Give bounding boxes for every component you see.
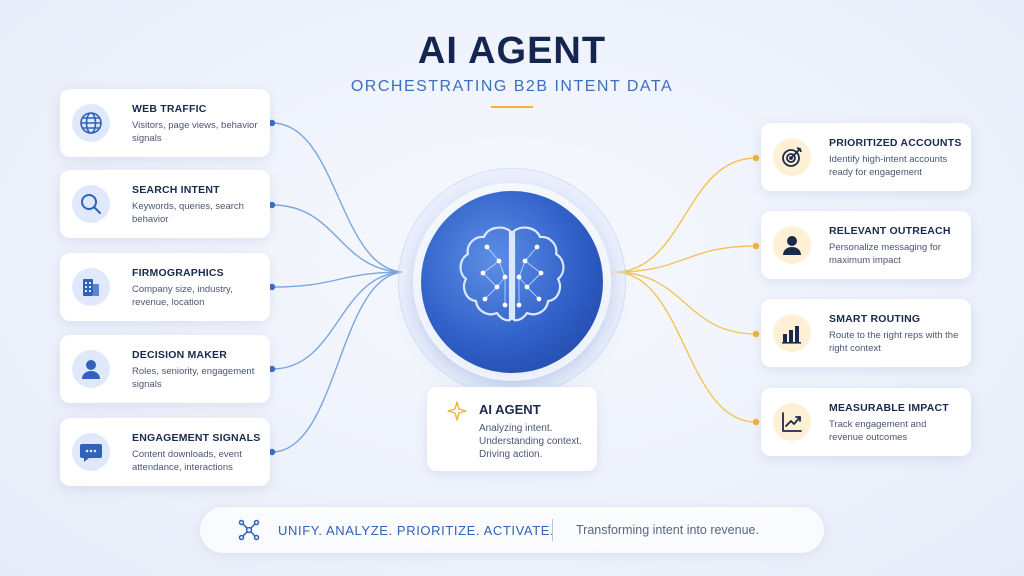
footer-tagline: UNIFY. ANALYZE. PRIORITIZE. ACTIVATE. (278, 523, 555, 538)
subtitle: ORCHESTRATING B2B INTENT DATA (350, 78, 674, 95)
card-description: Identify high-intent accounts ready for … (829, 154, 948, 178)
output-anchor-dot (752, 330, 760, 338)
card-description: Route to the right reps with the right c… (829, 330, 959, 354)
output-card-prioritized-accounts: PRIORITIZED ACCOUNTS Identify high-inten… (761, 123, 971, 191)
card-title: PRIORITIZED ACCOUNTS (829, 137, 962, 149)
output-anchor-dot (752, 418, 760, 426)
input-anchor-dot (268, 283, 276, 291)
center-agent-card: AI AGENT Analyzing intent. Understanding… (427, 387, 597, 471)
search-icon (72, 185, 110, 223)
input-card-search-intent: SEARCH INTENT Keywords, queries, search … (60, 170, 270, 238)
input-card-firmographics: FIRMOGRAPHICS Company size, industry, re… (60, 253, 270, 321)
card-title: RELEVANT OUTREACH (829, 225, 951, 237)
input-anchor-dot (268, 365, 276, 373)
center-card-line: Understanding context. (479, 436, 582, 447)
card-title: ENGAGEMENT SIGNALS (132, 432, 261, 444)
globe-icon (72, 104, 110, 142)
title-underline (491, 106, 533, 108)
card-description: Personalize messaging for maximum impact (829, 242, 941, 266)
card-description: Content downloads, event attendance, int… (132, 449, 242, 473)
chat-icon (72, 433, 110, 471)
card-description: Company size, industry, revenue, locatio… (132, 284, 233, 308)
input-anchor-dot (268, 119, 276, 127)
card-title: FIRMOGRAPHICS (132, 267, 224, 279)
input-card-decision-maker: DECISION MAKER Roles, seniority, engagem… (60, 335, 270, 403)
person-icon (773, 226, 811, 264)
bar-chart-icon (773, 314, 811, 352)
center-card-line: Driving action. (479, 449, 543, 460)
card-title: SMART ROUTING (829, 313, 921, 325)
card-title: MEASURABLE IMPACT (829, 402, 949, 414)
target-icon (773, 138, 811, 176)
input-card-engagement-signals: ENGAGEMENT SIGNALS Content downloads, ev… (60, 418, 270, 486)
main-title: AI AGENT (417, 30, 607, 72)
input-anchor-dot (268, 448, 276, 456)
card-title: WEB TRAFFIC (132, 103, 207, 115)
brain-icon (459, 226, 565, 322)
card-description: Track engagement and revenue outcomes (829, 419, 927, 443)
output-card-smart-routing: SMART ROUTING Route to the right reps wi… (761, 299, 971, 367)
input-card-web-traffic: WEB TRAFFIC Visitors, page views, behavi… (60, 89, 270, 157)
input-anchor-dot (268, 201, 276, 209)
building-icon (72, 268, 110, 306)
center-card-line: Analyzing intent. (479, 423, 553, 434)
output-anchor-dot (752, 242, 760, 250)
card-title: DECISION MAKER (132, 349, 227, 361)
trend-chart-icon (773, 403, 811, 441)
footer-banner: UNIFY. ANALYZE. PRIORITIZE. ACTIVATE. Tr… (200, 507, 824, 553)
center-card-title: AI AGENT (479, 402, 541, 417)
brain-hub (421, 191, 603, 373)
card-description: Visitors, page views, behavior signals (132, 120, 258, 144)
footer-subtext: Transforming intent into revenue. (576, 523, 759, 537)
card-title: SEARCH INTENT (132, 184, 220, 196)
network-icon (238, 519, 260, 546)
card-description: Keywords, queries, search behavior (132, 201, 244, 225)
card-description: Roles, seniority, engagement signals (132, 366, 255, 390)
output-card-relevant-outreach: RELEVANT OUTREACH Personalize messaging … (761, 211, 971, 279)
output-card-measurable-impact: MEASURABLE IMPACT Track engagement and r… (761, 388, 971, 456)
footer-divider (552, 519, 553, 541)
person-icon (72, 350, 110, 388)
sparkle-icon (447, 401, 467, 426)
output-anchor-dot (752, 154, 760, 162)
